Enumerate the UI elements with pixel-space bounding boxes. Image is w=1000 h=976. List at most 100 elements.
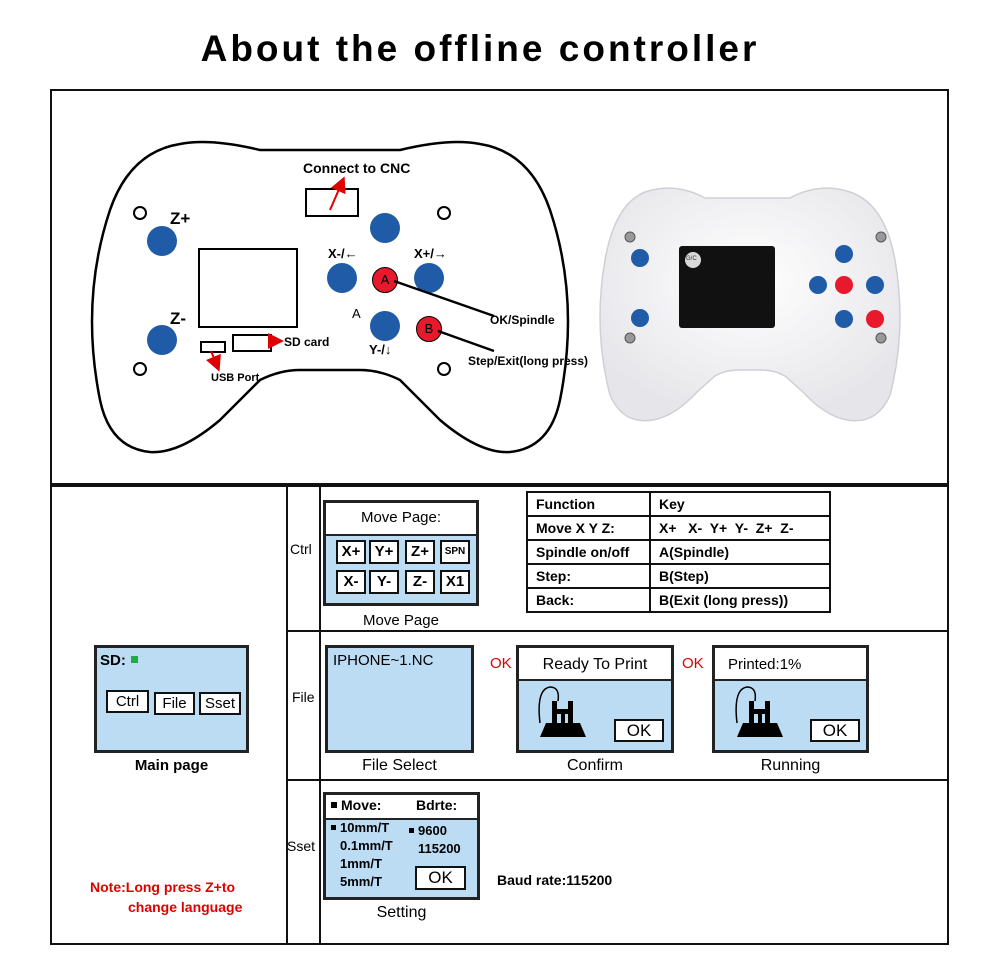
carving-machine-icon <box>735 686 783 737</box>
running-ok-button[interactable]: OK <box>810 719 860 742</box>
file-row-label: File <box>292 689 315 705</box>
z-minus-button-icon <box>147 325 177 355</box>
running-caption: Running <box>760 757 821 774</box>
key-y-plus: Y+ <box>369 540 399 564</box>
column-divider-2 <box>319 485 321 945</box>
selected-marker-icon <box>409 828 414 833</box>
file-select-screen <box>325 645 474 753</box>
z-plus-button-icon <box>147 226 177 256</box>
a-button-icon: A <box>372 267 398 293</box>
selected-marker-icon <box>331 802 337 808</box>
table-row: Move X Y Z:X+ X- Y+ Y- Z+ Z- <box>526 515 831 541</box>
main-page-caption: Main page <box>134 757 209 774</box>
table-cell: B(Step) <box>649 563 831 589</box>
z-plus-label: Z+ <box>170 209 191 228</box>
table-cell: X+ X- Y+ Y- Z+ Z- <box>649 515 831 541</box>
screw-hole-icon <box>437 206 451 220</box>
move-option: 5mm/T <box>340 874 382 889</box>
table-cell: A(Spindle) <box>649 539 831 565</box>
table-cell: B(Exit (long press)) <box>649 587 831 613</box>
key-x1: X1 <box>440 570 470 594</box>
setting-header <box>326 795 477 820</box>
file-button[interactable]: File <box>154 692 195 715</box>
x-plus-label: X+/→ <box>414 246 447 261</box>
screen-outline <box>198 248 298 328</box>
carving-machine-icon <box>538 686 586 737</box>
running-header <box>715 648 866 681</box>
ok-arrow-label-1: OK <box>490 655 512 672</box>
key-z-plus: Z+ <box>405 540 435 564</box>
key-y-minus: Y- <box>369 570 399 594</box>
table-row: Step:B(Step) <box>526 563 831 589</box>
a-side-label: A <box>352 306 361 321</box>
sd-card-label: SD card <box>284 335 330 349</box>
x-minus-label: X-/← <box>328 246 358 261</box>
table-cell: Key <box>649 491 831 517</box>
step-exit-label: Step/Exit(long press) <box>468 354 589 368</box>
ctrl-button[interactable]: Ctrl <box>106 690 149 713</box>
x-plus-button-icon <box>414 263 444 293</box>
file-select-caption: File Select <box>362 757 437 774</box>
confirm-ok-button[interactable]: OK <box>614 719 664 742</box>
confirm-title: Ready To Print <box>542 656 648 673</box>
language-note-line2: change language <box>128 899 243 915</box>
ok-arrow-label-2: OK <box>682 655 704 672</box>
language-note-line1: Note:Long press Z+to <box>90 879 236 895</box>
page-title: About the offline controller <box>200 28 760 69</box>
photo-screen-sticker <box>685 252 701 268</box>
key-x-minus: X- <box>336 570 366 594</box>
sset-button[interactable]: Sset <box>199 692 241 715</box>
screw-hole-icon <box>437 362 451 376</box>
setting-caption: Setting <box>376 904 427 921</box>
key-z-minus: Z- <box>405 570 435 594</box>
move-option: 0.1mm/T <box>340 838 393 853</box>
y-minus-button-icon <box>370 311 400 341</box>
b-button-icon: B <box>416 316 442 342</box>
screw-hole-icon <box>133 362 147 376</box>
ok-spindle-label: OK/Spindle <box>490 313 555 327</box>
top-button-icon <box>370 213 400 243</box>
move-page-title: Move Page: <box>360 509 442 526</box>
annotation-lines <box>206 176 495 372</box>
baud-rate-note: Baud rate:115200 <box>497 872 613 888</box>
file-name: IPHONE~1.NC <box>333 652 434 669</box>
photo-screen-text: G/C <box>686 256 697 262</box>
running-title: Printed:1% <box>728 656 802 673</box>
move-option: 10mm/T <box>340 820 390 835</box>
bdrte-header: Bdrte: <box>416 797 458 813</box>
key-spn: SPN <box>440 540 470 564</box>
setting-ok-button[interactable]: OK <box>415 866 466 890</box>
move-option: 1mm/T <box>340 856 382 871</box>
row-divider-2 <box>286 779 949 781</box>
menu-frame <box>50 485 949 945</box>
table-cell: Step: <box>526 563 651 589</box>
usb-port-outline <box>200 341 226 353</box>
table-row: Back:B(Exit (long press)) <box>526 587 831 613</box>
sd-status-icon <box>131 656 138 663</box>
table-cell: Move X Y Z: <box>526 515 651 541</box>
ctrl-row-label: Ctrl <box>290 541 312 557</box>
column-divider-1 <box>286 485 288 945</box>
baud-option: 115200 <box>418 841 461 856</box>
usb-port-label: USB Port <box>211 372 260 384</box>
confirm-caption: Confirm <box>566 757 623 774</box>
connect-cnc-label: Connect to CNC <box>303 160 411 176</box>
confirm-header <box>519 648 671 681</box>
key-x-plus: X+ <box>336 540 366 564</box>
controller-photo <box>599 187 901 422</box>
table-cell: Function <box>526 491 651 517</box>
move-header: Move: <box>341 797 382 813</box>
selected-marker-icon <box>331 825 336 830</box>
table-cell: Spindle on/off <box>526 539 651 565</box>
sd-status-label: SD: <box>100 652 126 669</box>
move-page-caption: Move Page <box>363 612 439 629</box>
baud-option: 9600 <box>418 823 447 838</box>
screw-hole-icon <box>133 206 147 220</box>
diagram-frame <box>50 89 949 485</box>
sset-row-label: Sset <box>287 838 316 854</box>
move-page-header <box>326 503 476 536</box>
x-minus-button-icon <box>327 263 357 293</box>
